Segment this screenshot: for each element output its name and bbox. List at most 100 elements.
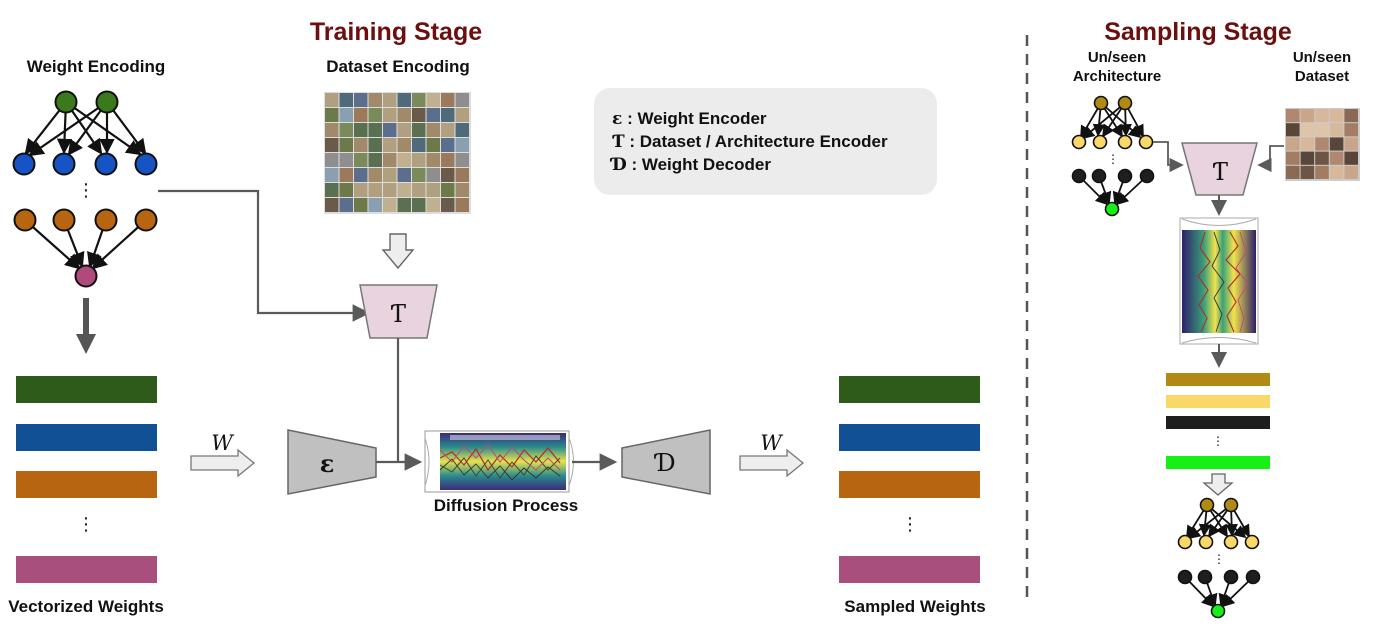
face-thumbnail: [1315, 165, 1329, 179]
dataset-thumbnail: [455, 108, 469, 122]
dataset-encoder-symbol: Ƭ: [390, 300, 406, 328]
dataset-thumbnail: [368, 153, 382, 167]
training-stage-title: Training Stage: [310, 18, 482, 46]
dataset-thumbnail: [412, 138, 426, 152]
dataset-thumbnail: [339, 198, 353, 212]
dataset-thumbnail: [412, 153, 426, 167]
face-thumbnail: [1344, 165, 1358, 179]
ellipsis: ⋮: [1212, 434, 1224, 448]
dataset-thumbnail: [455, 168, 469, 182]
dataset-thumbnail: [368, 108, 382, 122]
dataset-thumbnail: [383, 183, 397, 197]
dataset-thumbnail: [397, 93, 411, 107]
vectorized-weights: [16, 376, 157, 583]
dataset-thumbnail: [354, 168, 368, 182]
unseen-architecture-nodes: [1071, 95, 1155, 217]
dataset-down-arrow: [381, 233, 415, 270]
dataset-thumbnail: [441, 183, 455, 197]
legend-item: Ƭ : Dataset / Architecture Encoder: [612, 132, 888, 152]
vectorize-arrowhead: [76, 334, 96, 354]
weight-bar: [1166, 395, 1270, 408]
dataset-thumbnail: [368, 198, 382, 212]
dataset-thumbnail: [339, 168, 353, 182]
face-thumbnail: [1315, 137, 1329, 151]
dataset-thumbnail: [354, 138, 368, 152]
svg-text:Ɗ : Weight Decoder: Ɗ : Weight Decoder: [609, 155, 771, 175]
face-thumbnail: [1329, 151, 1344, 165]
face-thumbnail: [1315, 109, 1329, 123]
sampled-weights: [839, 376, 980, 583]
w-symbol: W: [760, 431, 784, 455]
dataset-thumbnail: [354, 108, 368, 122]
dataset-thumbnail: [455, 123, 469, 137]
svg-text:Ƭ : Dataset / Architecture Enc: Ƭ : Dataset / Architecture Encoder: [612, 132, 888, 152]
dataset-thumbnail: [339, 108, 353, 122]
face-thumbnail: [1300, 109, 1315, 123]
dataset-thumbnail: [397, 108, 411, 122]
dataset-thumbnail: [383, 123, 397, 137]
face-thumbnail: [1315, 123, 1329, 137]
dataset-thumbnail: [368, 168, 382, 182]
unseen-architecture-label: Un/seen: [1088, 49, 1146, 66]
diffusion-process-image: [424, 430, 574, 493]
legend-box: [594, 88, 937, 195]
dataset-thumbnail: [426, 183, 440, 197]
dataset-thumbnail: [325, 183, 339, 197]
dataset-thumbnail: [368, 123, 382, 137]
dataset-thumbnail: [412, 168, 426, 182]
dataset-thumbnail: [383, 153, 397, 167]
hidden-node: [52, 152, 76, 176]
dataset-thumbnail: [368, 93, 382, 107]
sampled-weights-label: Sampled Weights: [844, 597, 985, 616]
dataset-thumbnail: [412, 108, 426, 122]
dataset-thumbnail: [397, 153, 411, 167]
face-thumbnail: [1286, 123, 1300, 137]
dataset-thumbnail: [426, 168, 440, 182]
dataset-thumbnail: [397, 168, 411, 182]
dataset-thumbnail: [325, 153, 339, 167]
ellipsis: ⋮: [77, 180, 95, 201]
dataset-thumbnail: [339, 153, 353, 167]
ellipsis: ⋮: [1213, 552, 1225, 566]
weight-bar: [839, 556, 980, 583]
face-thumbnail: [1329, 123, 1344, 137]
weight-bar: [839, 376, 980, 403]
dataset-thumbnail: [397, 198, 411, 212]
face-thumbnail: [1286, 151, 1300, 165]
dataset-thumbnail: [441, 153, 455, 167]
ellipsis: ⋮: [901, 514, 919, 535]
weight-bar: [16, 376, 157, 403]
weight-bar: [1166, 456, 1270, 469]
unseen-architecture-label: Architecture: [1073, 68, 1161, 85]
dataset-thumbnail: [354, 123, 368, 137]
dataset-thumbnail: [426, 153, 440, 167]
sampling-encoder-symbol: Ƭ: [1212, 158, 1228, 186]
dataset-thumbnail: [354, 183, 368, 197]
weight-bar: [16, 556, 157, 583]
face-thumbnail: [1300, 137, 1315, 151]
face-thumbnail: [1286, 165, 1300, 179]
dataset-thumbnail: [383, 198, 397, 212]
dataset-thumbnail: [368, 138, 382, 152]
face-thumbnail: [1286, 137, 1300, 151]
sampling-down-arrow: [1202, 473, 1234, 496]
input-node: [54, 90, 78, 114]
sampling-diffusion-image: [1179, 217, 1259, 345]
dataset-thumbnail: [325, 168, 339, 182]
dataset-thumbnail: [354, 198, 368, 212]
weight-bar: [16, 424, 157, 451]
w-arrow-right: [739, 448, 805, 478]
network-to-encoder-line: [158, 189, 371, 322]
face-thumbnail: [1344, 123, 1358, 137]
weight-decoder-block: [621, 429, 711, 495]
generated-network-nodes: [1177, 497, 1261, 619]
face-thumbnail: [1286, 109, 1300, 123]
dataset-thumbnail: [426, 198, 440, 212]
architecture-to-encoder-line: [1153, 141, 1184, 173]
dataset-thumbnail: [412, 183, 426, 197]
dataset-thumbnail: [426, 138, 440, 152]
sampling-weights: [1166, 373, 1270, 469]
dataset-thumbnail: [325, 108, 339, 122]
dataset-thumbnail: [354, 93, 368, 107]
